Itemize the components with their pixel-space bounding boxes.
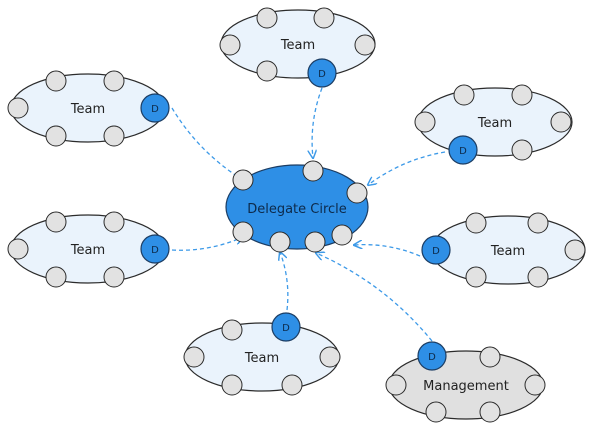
- team-bottom-member-3: [319, 346, 341, 368]
- team-bottom-delegate-circle: [271, 312, 301, 342]
- team-bottom-member-1: [221, 319, 243, 341]
- delegate-circle-member-6: [304, 231, 326, 253]
- management-delegate-label: D: [428, 352, 436, 363]
- team-lower-left-member-4: [45, 266, 67, 288]
- team-lower-left-member-5: [103, 266, 125, 288]
- team-lower-right-member-4: [465, 266, 487, 288]
- management-delegate[interactable]: D: [417, 341, 447, 371]
- team-upper-right-member-5: [511, 139, 533, 161]
- delegate-circle-ellipse: [225, 164, 369, 250]
- team-bottom-delegate-label: D: [282, 323, 290, 334]
- team-upper-left-member-4: [45, 125, 67, 147]
- team-top-member-4: [354, 34, 376, 56]
- team-bottom-member-4: [221, 374, 243, 396]
- management-member-3: [524, 374, 546, 396]
- team-lower-left-delegate-circle: [140, 234, 170, 264]
- team-upper-left-delegate-arrow: [171, 107, 243, 180]
- team-bottom-member-5: [281, 374, 303, 396]
- team-upper-left-delegate-circle: [140, 93, 170, 123]
- team-top-delegate-arrow: [312, 87, 323, 158]
- delegate-circle-member-7: [331, 224, 353, 246]
- delegate-circle-member-1: [232, 169, 254, 191]
- team-lower-right-delegate-circle: [421, 235, 451, 265]
- team-lower-right-member-2: [527, 212, 549, 234]
- team-top-member-1: [256, 7, 278, 29]
- team-upper-left-group[interactable]: Team D: [7, 70, 170, 147]
- center-layer: Delegate Circle: [225, 160, 369, 253]
- team-lower-right-delegate-arrow: [354, 245, 421, 257]
- team-bottom-member-2: [183, 346, 205, 368]
- team-lower-left-label: Team: [70, 243, 105, 258]
- team-upper-right-label: Team: [477, 116, 512, 131]
- team-upper-left-member-5: [103, 125, 125, 147]
- team-upper-right-delegate-arrow: [368, 151, 446, 185]
- delegate-circle-group[interactable]: Delegate Circle: [225, 160, 369, 253]
- management-member-1: [479, 346, 501, 368]
- team-upper-right-delegate[interactable]: D: [448, 135, 478, 165]
- team-upper-right-member-4: [550, 111, 572, 133]
- team-lower-left-delegate-arrow: [171, 237, 243, 251]
- team-lower-right-delegate[interactable]: D: [421, 235, 451, 265]
- team-upper-left-member-2: [103, 70, 125, 92]
- team-top-delegate-label: D: [318, 69, 326, 80]
- team-upper-right-delegate-label: D: [459, 146, 467, 157]
- team-lower-right-member-3: [564, 239, 586, 261]
- management-delegate-circle: [417, 341, 447, 371]
- team-lower-left-delegate[interactable]: D: [140, 234, 170, 264]
- management-member-4: [425, 401, 447, 423]
- team-upper-left-member-1: [45, 70, 67, 92]
- delegate-circle-member-4: [232, 221, 254, 243]
- team-top-member-5: [256, 60, 278, 82]
- team-lower-right-label: Team: [490, 244, 525, 259]
- team-upper-left-member-3: [7, 97, 29, 119]
- team-lower-left-delegate-label: D: [151, 245, 159, 256]
- team-bottom-delegate-arrow: [280, 252, 289, 311]
- team-top-delegate-circle: [307, 58, 337, 88]
- team-upper-left-label: Team: [70, 102, 105, 117]
- delegate-circle-member-3: [346, 182, 368, 204]
- team-lower-left-member-1: [45, 211, 67, 233]
- team-top-member-3: [219, 34, 241, 56]
- connector-layer: [171, 87, 446, 342]
- team-lower-left-member-2: [103, 211, 125, 233]
- team-lower-right-member-1: [465, 212, 487, 234]
- team-upper-left-delegate-label: D: [151, 104, 159, 115]
- team-lower-left-group[interactable]: Team D: [7, 211, 170, 288]
- delegate-circle-label: Delegate Circle: [247, 202, 347, 217]
- team-bottom-label: Team: [244, 351, 279, 366]
- team-upper-right-member-1: [453, 84, 475, 106]
- team-lower-right-delegate-label: D: [432, 246, 440, 257]
- team-top-label: Team: [280, 38, 315, 53]
- management-member-5: [479, 401, 501, 423]
- team-upper-right-member-2: [511, 84, 533, 106]
- team-top-member-2: [313, 7, 335, 29]
- team-upper-right-delegate-circle: [448, 135, 478, 165]
- delegate-circle-member-2: [302, 160, 324, 182]
- team-lower-right-member-5: [527, 266, 549, 288]
- team-bottom-group[interactable]: Team D: [183, 312, 341, 396]
- delegate-circle-member-5: [269, 231, 291, 253]
- management-delegate-arrow: [316, 253, 433, 342]
- team-upper-right-member-3: [414, 111, 436, 133]
- team-lower-right-group[interactable]: Team D: [421, 212, 586, 288]
- management-member-2: [385, 374, 407, 396]
- management-label: Management: [423, 379, 509, 394]
- management-group[interactable]: Management D: [385, 341, 546, 423]
- team-bottom-delegate[interactable]: D: [271, 312, 301, 342]
- team-lower-left-member-3: [7, 238, 29, 260]
- team-top-delegate[interactable]: D: [307, 58, 337, 88]
- team-upper-left-delegate[interactable]: D: [140, 93, 170, 123]
